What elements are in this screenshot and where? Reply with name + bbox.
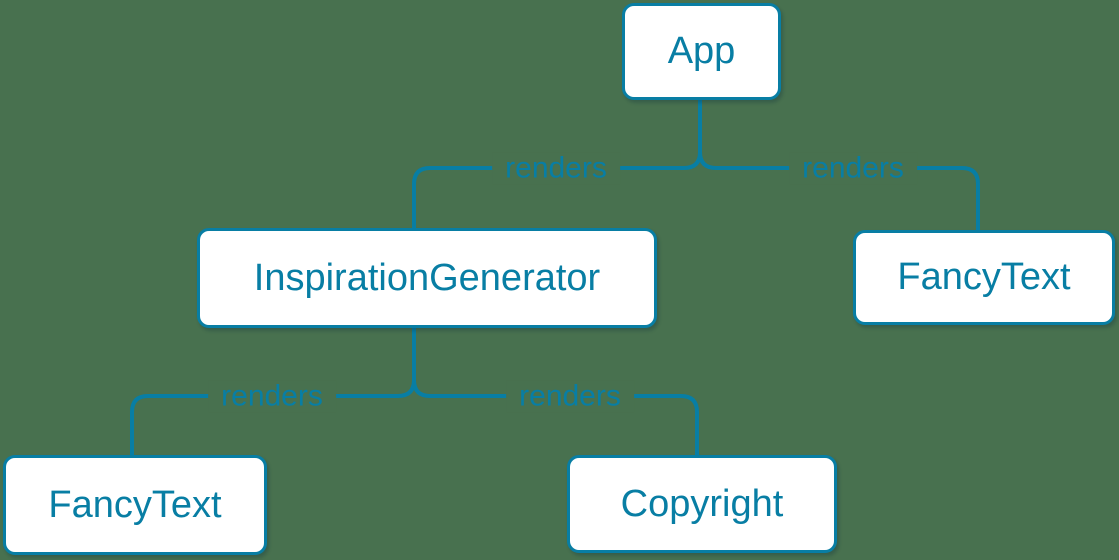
node-app-label: App xyxy=(667,30,736,72)
node-fancy-text-top-label: FancyText xyxy=(897,256,1071,298)
node-app: App xyxy=(622,3,781,100)
node-copyright-label: Copyright xyxy=(620,482,784,525)
node-inspiration-generator: InspirationGenerator xyxy=(197,228,657,328)
node-inspiration-generator-label: InspirationGenerator xyxy=(253,256,601,299)
node-fancy-text-bottom-label: FancyText xyxy=(48,483,222,526)
edge-label-renders-app-fancy-text: renders xyxy=(789,152,917,184)
edge-label-renders-inspiration-generator-copyright: renders xyxy=(506,380,634,412)
node-fancy-text-top: FancyText xyxy=(853,230,1115,325)
edge-label-renders-app-inspiration-generator: renders xyxy=(492,152,620,184)
node-fancy-text-bottom: FancyText xyxy=(3,455,267,555)
node-copyright: Copyright xyxy=(567,455,837,553)
edge-label-renders-inspiration-generator-fancy-text: renders xyxy=(208,380,336,412)
